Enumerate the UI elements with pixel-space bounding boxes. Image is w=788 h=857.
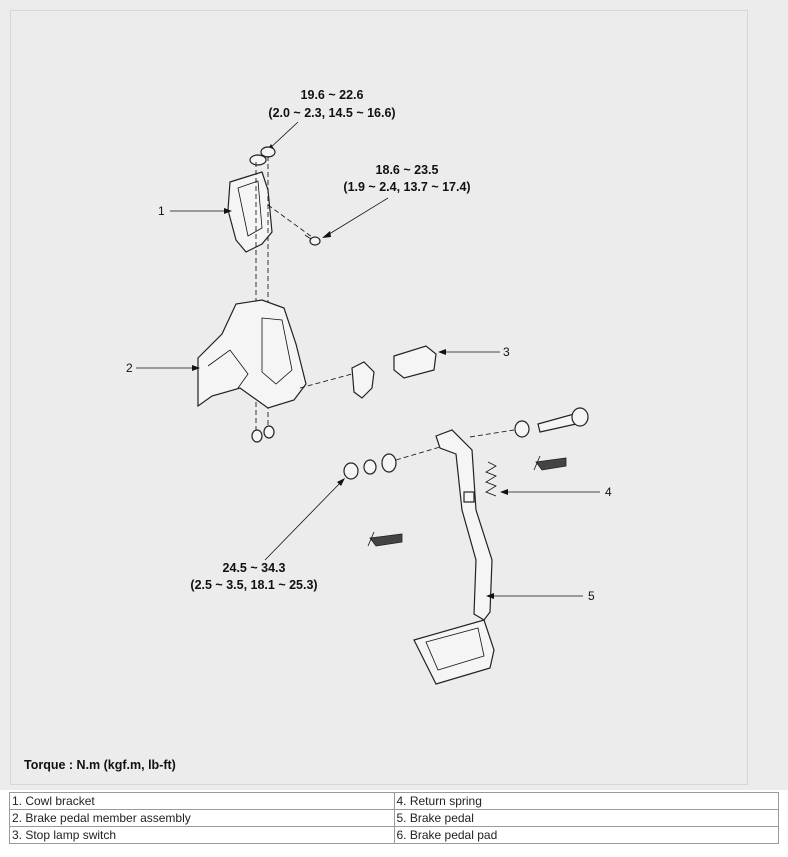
torque-pivot-nut-line1: 24.5 ~ 34.3 xyxy=(223,561,286,575)
cowl-bracket-bolt xyxy=(304,234,321,246)
callout-5: 5 xyxy=(486,589,595,603)
torque-side-bolt-line1: 18.6 ~ 23.5 xyxy=(376,163,439,177)
svg-text:4: 4 xyxy=(605,485,612,499)
svg-text:2: 2 xyxy=(126,361,133,375)
grease-applicator-icon xyxy=(533,455,567,471)
stop-lamp-bracket xyxy=(351,361,375,399)
cowl-bracket-nut xyxy=(249,146,276,166)
svg-text:5: 5 xyxy=(588,589,595,603)
pivot-bolt xyxy=(469,407,589,438)
callout-3: 3 xyxy=(438,345,510,359)
torque-top-nut-line1: 19.6 ~ 22.6 xyxy=(301,88,364,102)
callout-2: 2 xyxy=(126,361,200,375)
legend-row: 2. Brake pedal member assembly 5. Brake … xyxy=(9,809,779,827)
brake-pedal-pad xyxy=(413,619,495,685)
leader-side-bolt xyxy=(322,197,389,238)
torque-pivot-nut-line2: (2.5 ~ 3.5, 18.1 ~ 25.3) xyxy=(190,578,317,592)
cowl-bracket xyxy=(227,171,313,253)
brake-pedal-member xyxy=(197,299,353,409)
svg-text:3: 3 xyxy=(503,345,510,359)
grease-applicator-icon xyxy=(367,531,403,547)
legend-item: 1. Cowl bracket xyxy=(9,792,395,810)
member-bottom-nuts xyxy=(251,425,275,443)
torque-units-note: Torque : N.m (kgf.m, lb-ft) xyxy=(24,758,176,772)
stop-lamp-switch xyxy=(393,345,437,379)
callout-1: 1 xyxy=(158,204,232,218)
svg-text:1: 1 xyxy=(158,204,165,218)
brake-pedal-arm xyxy=(435,429,493,621)
legend-row: 3. Stop lamp switch 6. Brake pedal pad xyxy=(9,826,779,844)
brake-pedal-exploded-diagram: 19.6 ~ 22.6 (2.0 ~ 2.3, 14.5 ~ 16.6) 18.… xyxy=(126,88,612,685)
legend-item: 6. Brake pedal pad xyxy=(393,826,779,844)
legend-item: 3. Stop lamp switch xyxy=(9,826,395,844)
torque-side-bolt-line2: (1.9 ~ 2.4, 13.7 ~ 17.4) xyxy=(343,180,470,194)
legend-item: 2. Brake pedal member assembly xyxy=(9,809,395,827)
legend-item: 4. Return spring xyxy=(393,792,779,810)
diagram-panel xyxy=(10,10,748,785)
torque-top-nut-line2: (2.0 ~ 2.3, 14.5 ~ 16.6) xyxy=(268,106,395,120)
leader-pivot-nut xyxy=(264,478,345,561)
parts-legend-table: 1. Cowl bracket 4. Return spring 2. Brak… xyxy=(9,792,779,844)
callout-4: 4 xyxy=(500,485,612,499)
legend-item: 5. Brake pedal xyxy=(393,809,779,827)
return-spring xyxy=(485,461,497,497)
legend-row: 1. Cowl bracket 4. Return spring xyxy=(9,792,779,810)
pivot-washers xyxy=(343,446,441,480)
